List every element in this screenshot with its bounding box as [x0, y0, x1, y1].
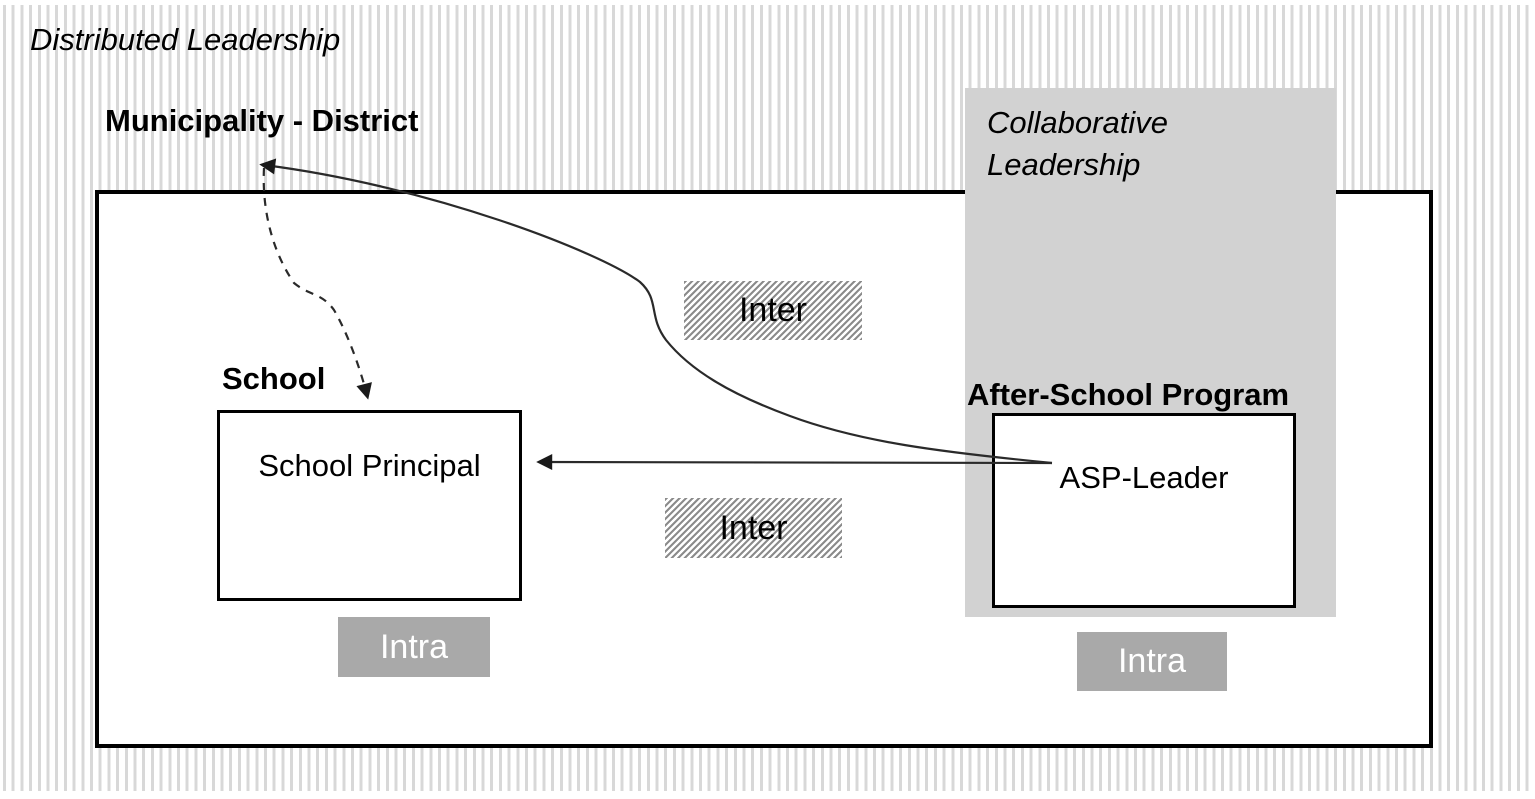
intra-badge-school-text: Intra — [379, 627, 449, 666]
inter-badge-bottom: Inter — [665, 498, 842, 558]
intra-badge-asp: Intra — [1077, 632, 1227, 691]
inter-badge-top: Inter — [684, 281, 862, 340]
label-school: School — [222, 361, 326, 396]
intra-badge-asp-text: Intra — [1117, 642, 1187, 680]
school-principal-box: School Principal — [217, 410, 522, 601]
school-principal-text: School Principal — [258, 448, 481, 483]
intra-badge-school: Intra — [338, 617, 490, 677]
label-municipality-district: Municipality - District — [105, 103, 419, 138]
label-after-school-program: After-School Program — [967, 377, 1290, 412]
collaborative-leadership-title: Collaborative Leadership — [987, 105, 1168, 182]
inter-badge-bottom-text: Inter — [719, 508, 788, 547]
diagram-title: Distributed Leadership — [30, 22, 341, 57]
asp-leader-text: ASP-Leader — [1059, 460, 1229, 495]
inter-badge-top-text: Inter — [738, 291, 808, 329]
asp-leader-box: ASP-Leader — [992, 413, 1296, 608]
